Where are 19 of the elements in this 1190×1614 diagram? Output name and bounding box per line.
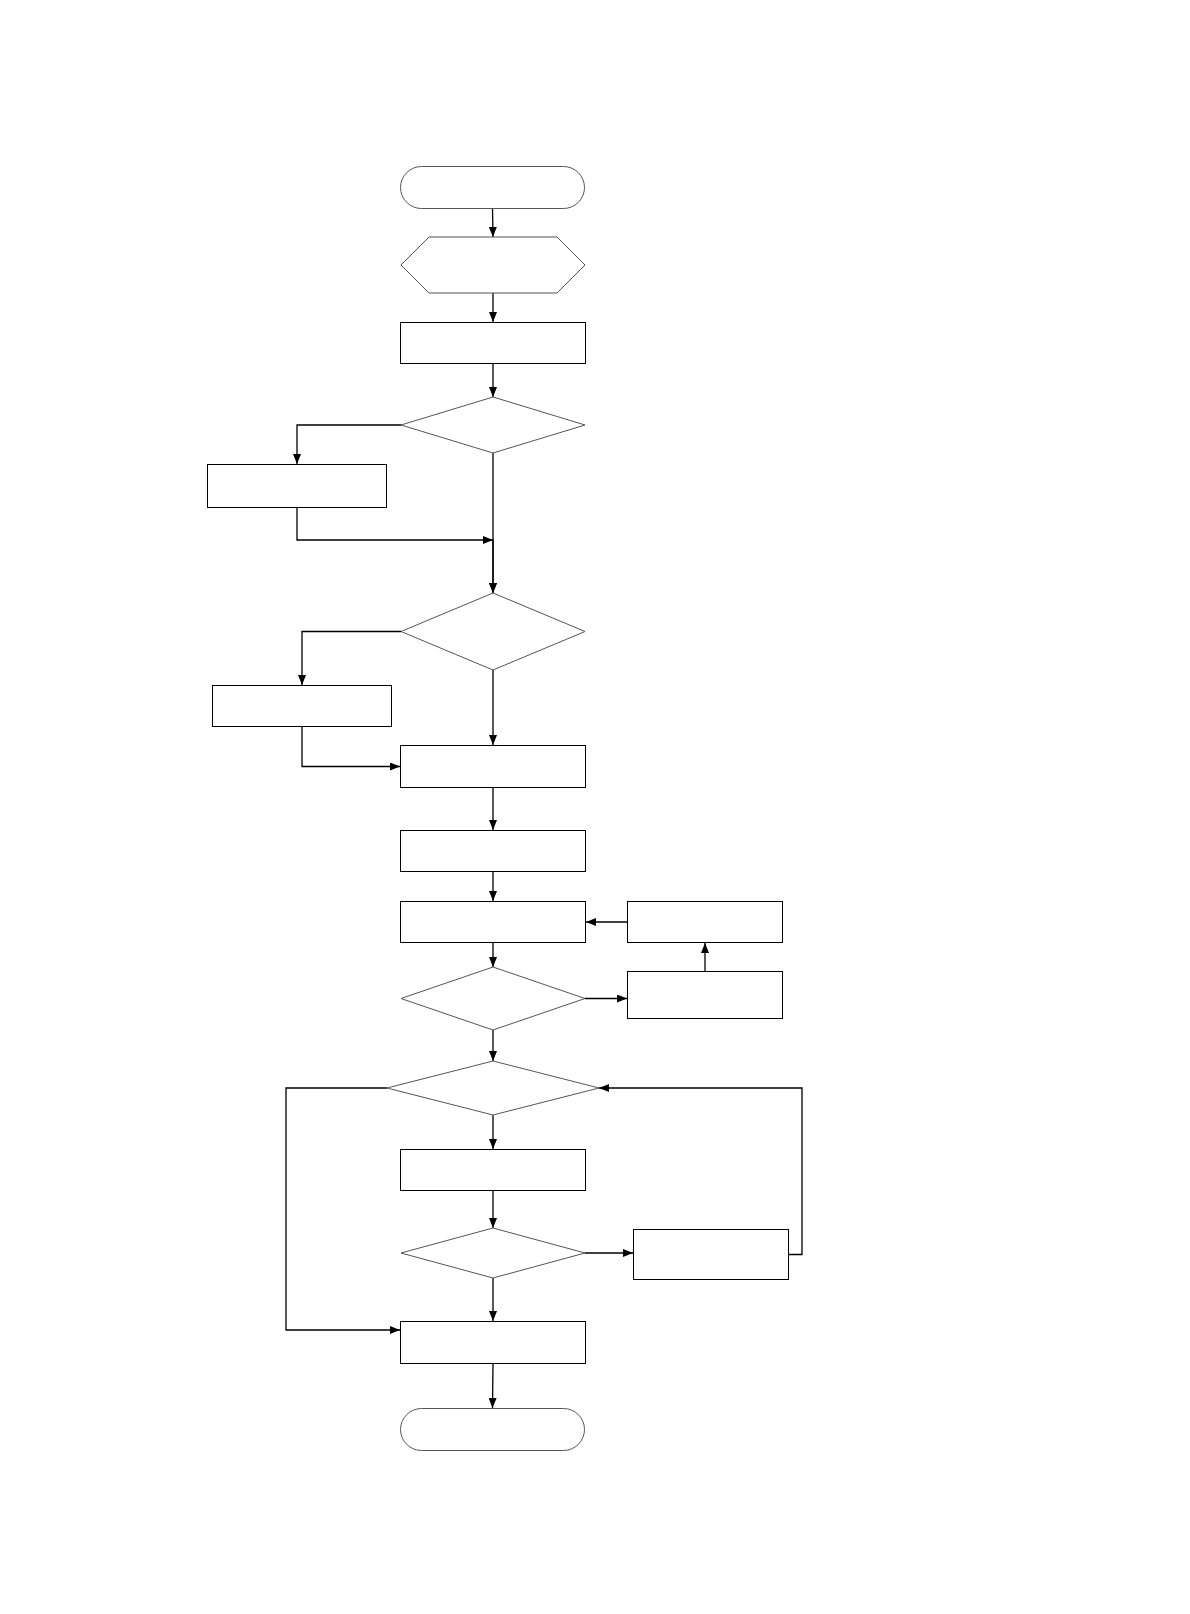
process-box	[212, 685, 392, 727]
terminator-shape	[400, 1408, 585, 1451]
process-box	[207, 464, 387, 508]
process-box	[400, 830, 586, 872]
process-box	[633, 1229, 789, 1280]
decision-diamond	[387, 1061, 599, 1115]
process-box	[400, 745, 586, 788]
process-box	[400, 322, 586, 364]
process-box	[627, 901, 783, 943]
process-box	[400, 1149, 586, 1191]
preparation-hexagon	[401, 237, 585, 293]
decision-diamond	[401, 1228, 585, 1278]
terminator-shape	[400, 166, 585, 209]
process-box	[400, 1321, 586, 1364]
process-box	[400, 901, 586, 943]
process-box	[627, 971, 783, 1019]
decision-diamond	[401, 593, 585, 670]
decision-diamond	[401, 967, 585, 1030]
decision-diamond	[401, 397, 585, 453]
